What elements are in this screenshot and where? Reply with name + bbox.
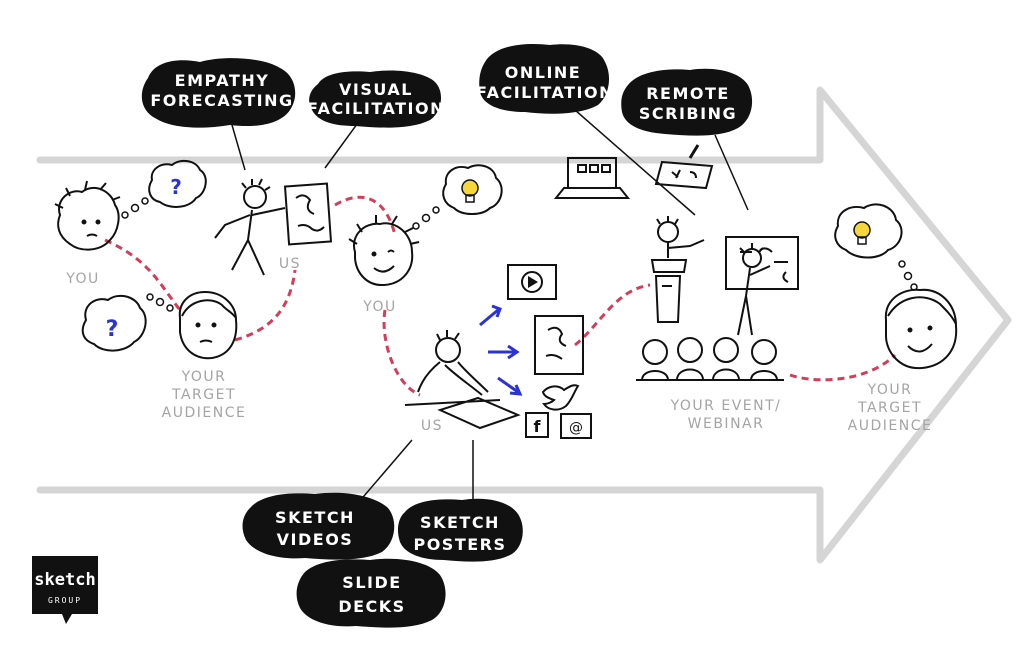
laptop-icon [553, 157, 631, 199]
label-slide-decks: SLIDE DECKS [296, 558, 446, 628]
event-speaker [650, 216, 705, 323]
label-remote-scribing: REMOTE SCRIBING [621, 68, 753, 136]
target-label-right: YOUR [867, 382, 913, 398]
thought-dots [898, 260, 918, 291]
question-mark-icon: ? [106, 317, 119, 342]
event-audience [636, 337, 784, 381]
twitter-icon [541, 384, 580, 411]
label-text: POSTERS [413, 535, 506, 554]
label-sketch-posters: SKETCH POSTERS [397, 498, 523, 562]
label-text: DECKS [338, 597, 405, 616]
target-audience-left-person [178, 290, 238, 360]
event-label: YOUR EVENT/ [670, 398, 782, 414]
event-scribe [737, 243, 771, 336]
question-cloud-left-bottom: ? [81, 294, 147, 352]
label-text: FORECASTING [150, 91, 293, 110]
sketch-group-logo: sketch GROUP [32, 556, 98, 624]
connector-lines [231, 109, 749, 511]
idea-cloud-middle [442, 164, 503, 215]
label-text: FACILITATION [476, 83, 614, 102]
you-person-left [54, 180, 121, 251]
you-label-middle: YOU [362, 299, 397, 315]
facebook-icon: f [525, 412, 549, 438]
event-label: WEBINAR [688, 416, 765, 432]
target-label-left: YOUR [181, 369, 227, 385]
label-text: SLIDE [342, 573, 401, 592]
svg-text:f: f [534, 417, 542, 436]
label-visual-facilitation: VISUAL FACILITATION [307, 70, 445, 128]
question-mark-icon: ? [170, 175, 182, 199]
label-text: ONLINE [505, 63, 581, 82]
email-icon: @ [560, 413, 592, 439]
video-play-icon [507, 264, 557, 300]
label-text: SKETCH [420, 513, 500, 532]
target-label-left: AUDIENCE [162, 405, 247, 421]
target-label-left: TARGET [171, 387, 236, 403]
event-board [725, 236, 799, 290]
svg-text:@: @ [569, 420, 583, 436]
us-presenter-easel [214, 178, 333, 276]
thought-dots [146, 293, 174, 312]
label-sketch-videos: SKETCH VIDEOS [242, 492, 395, 560]
lightbulb-icon [461, 179, 479, 197]
logo-top-text: sketch [34, 570, 95, 590]
you-label-left: YOU [65, 271, 100, 287]
label-text: SKETCH [275, 508, 355, 527]
us-label-middle: US [421, 418, 443, 434]
idea-cloud-right [834, 203, 903, 259]
journey-path [104, 195, 897, 397]
poster-icon [534, 315, 584, 375]
question-cloud-left-top: ? [148, 159, 207, 208]
label-text: SCRIBING [639, 104, 737, 123]
label-text: VISUAL [339, 80, 413, 99]
big-arrow [36, 86, 1012, 564]
logo-bottom-text: GROUP [48, 596, 82, 605]
target-audience-right-person [884, 288, 958, 370]
you-person-middle [348, 215, 420, 287]
label-online-facilitation: ONLINE FACILITATION [476, 43, 614, 114]
target-label-right: AUDIENCE [848, 418, 933, 434]
label-text: FACILITATION [307, 99, 445, 118]
tablet-icon [654, 144, 714, 190]
thought-dots [412, 206, 440, 230]
us-label-left: US [279, 256, 301, 272]
label-text: EMPATHY [175, 71, 270, 90]
us-sketcher [404, 330, 521, 430]
output-arrows [479, 304, 523, 396]
label-text: VIDEOS [277, 530, 354, 549]
label-empathy-forecasting: EMPATHY FORECASTING [141, 58, 296, 128]
target-label-right: TARGET [857, 400, 922, 416]
thought-dots [121, 197, 149, 219]
label-text: REMOTE [646, 84, 730, 103]
lightbulb-icon [853, 221, 871, 239]
